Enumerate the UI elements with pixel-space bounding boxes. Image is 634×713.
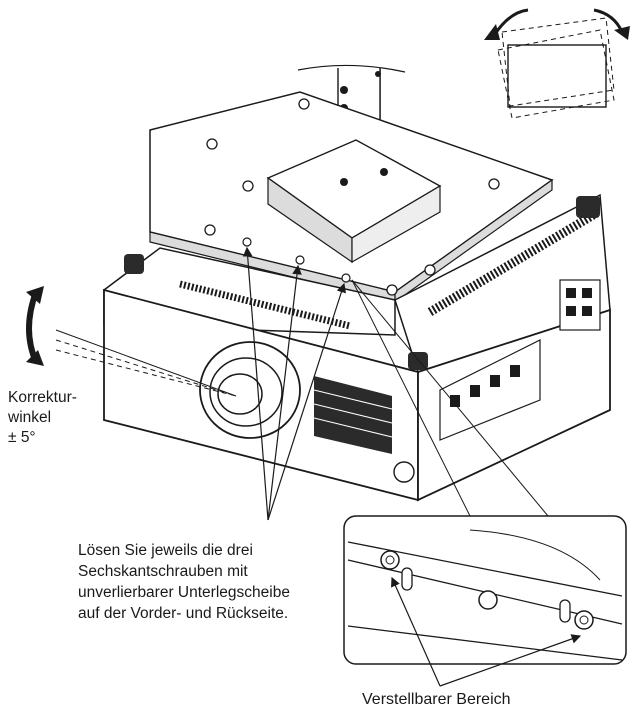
projector-lens <box>199 341 301 439</box>
rotation-inset <box>484 8 630 119</box>
correction-angle-label: Korrektur- winkel ± 5° <box>8 388 77 448</box>
angle-label-line-1: Korrektur- <box>8 389 77 406</box>
detail-inset <box>343 515 627 687</box>
connector-panel <box>439 279 601 441</box>
loosen-bolts-note: Lösen Sie jeweils die drei Sechskantschr… <box>78 540 290 624</box>
tilt-arrow-icon <box>26 286 237 397</box>
note-line-2: Sechskantschrauben mit <box>78 563 248 580</box>
rotation-arrows-icon <box>484 8 630 40</box>
angle-label-line-2: winkel <box>8 409 52 426</box>
projector-body <box>103 193 611 502</box>
angle-label-line-3: ± 5° <box>8 429 36 446</box>
adjustable-range-label: Verstellbarer Bereich <box>362 691 511 708</box>
note-line-4: auf der Vorder- und Rückseite. <box>78 605 289 622</box>
note-line-3: unverlierbarer Unterlegscheibe <box>78 584 290 601</box>
note-line-1: Lösen Sie jeweils die drei <box>78 542 253 559</box>
hex-bolt-icon <box>380 550 594 630</box>
bolt-pointer-lines <box>242 237 351 521</box>
front-vent-grill <box>313 376 393 454</box>
